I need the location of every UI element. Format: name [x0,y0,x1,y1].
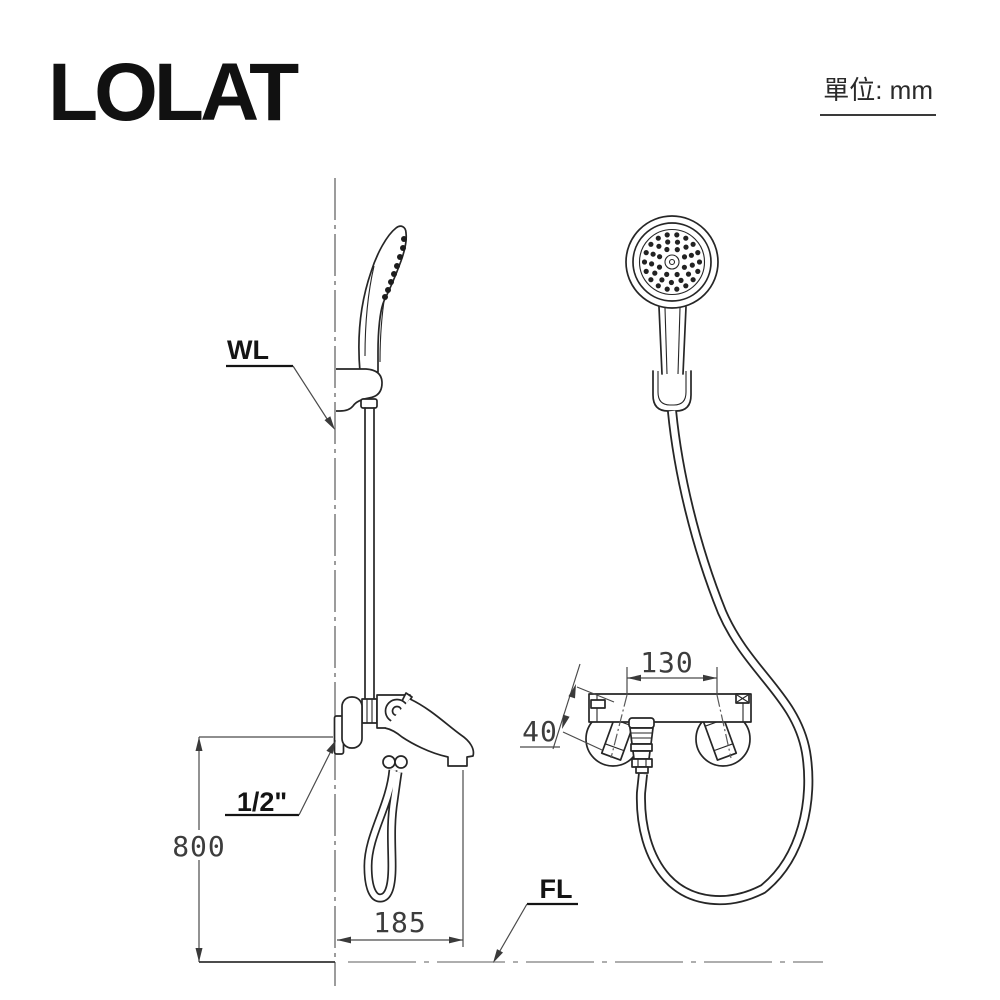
shower-face-dots [641,232,703,292]
label-half-inch: 1/2" [225,740,336,817]
side-view-hose-loop [363,769,403,903]
front-view-hose [635,410,814,906]
dim-800: 800 [172,736,335,963]
front-view-holder [652,370,692,412]
center-handle [628,717,655,774]
wall-line-label: WL [227,335,269,365]
side-view-holder [336,368,383,412]
dim-185: 185 [337,770,464,947]
lever-handle-side [341,696,363,749]
brand-logo: LOLAT [48,47,299,138]
label-fl: FL [493,874,578,963]
hose-nut [394,755,408,769]
hose-nut [382,755,396,769]
label-wl: WL [226,335,335,430]
dim-40-value: 40 [522,715,558,748]
side-view-handshower [358,225,408,373]
side-view-hose-upper [364,407,375,699]
front-view-faucet [585,693,752,774]
diverter-screw [735,693,750,704]
side-view-faucet [333,692,475,769]
dim-40: 40 [520,663,615,751]
spray-face-dots [382,236,407,300]
dim-130-value: 130 [640,646,694,679]
mixer-body [588,693,752,723]
connection-size-label: 1/2" [237,787,287,817]
dim-185-value: 185 [373,906,427,939]
dim-130: 130 [610,646,732,759]
spout-side [384,698,475,767]
floor-line-label: FL [540,874,573,904]
unit-note: 單位: mm [820,70,936,116]
front-view-handshower [625,215,719,375]
dim-800-value: 800 [172,830,226,863]
